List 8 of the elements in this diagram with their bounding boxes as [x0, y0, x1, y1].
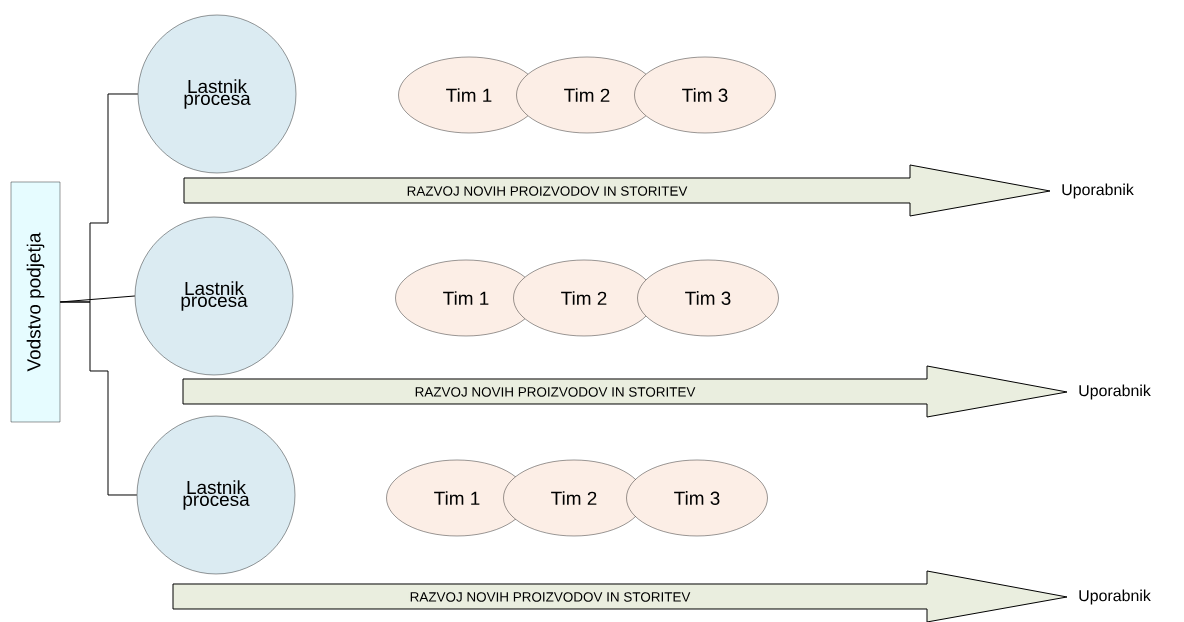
user-label: Uporabnik [1079, 589, 1151, 605]
leader-box: Vodstvo podjetja [10, 181, 61, 423]
arrow-label: RAZVOJ NOVIH PROIZVODOV IN STORITEV [405, 185, 689, 197]
arrow-label: RAZVOJ NOVIH PROIZVODOV IN STORITEV [413, 386, 697, 398]
arrow-label: RAZVOJ NOVIH PROIZVODOV IN STORITEV [408, 591, 692, 603]
user-label: Uporabnik [1062, 183, 1134, 199]
connector-line [59, 301, 138, 496]
user-label: Uporabnik [1079, 384, 1151, 400]
